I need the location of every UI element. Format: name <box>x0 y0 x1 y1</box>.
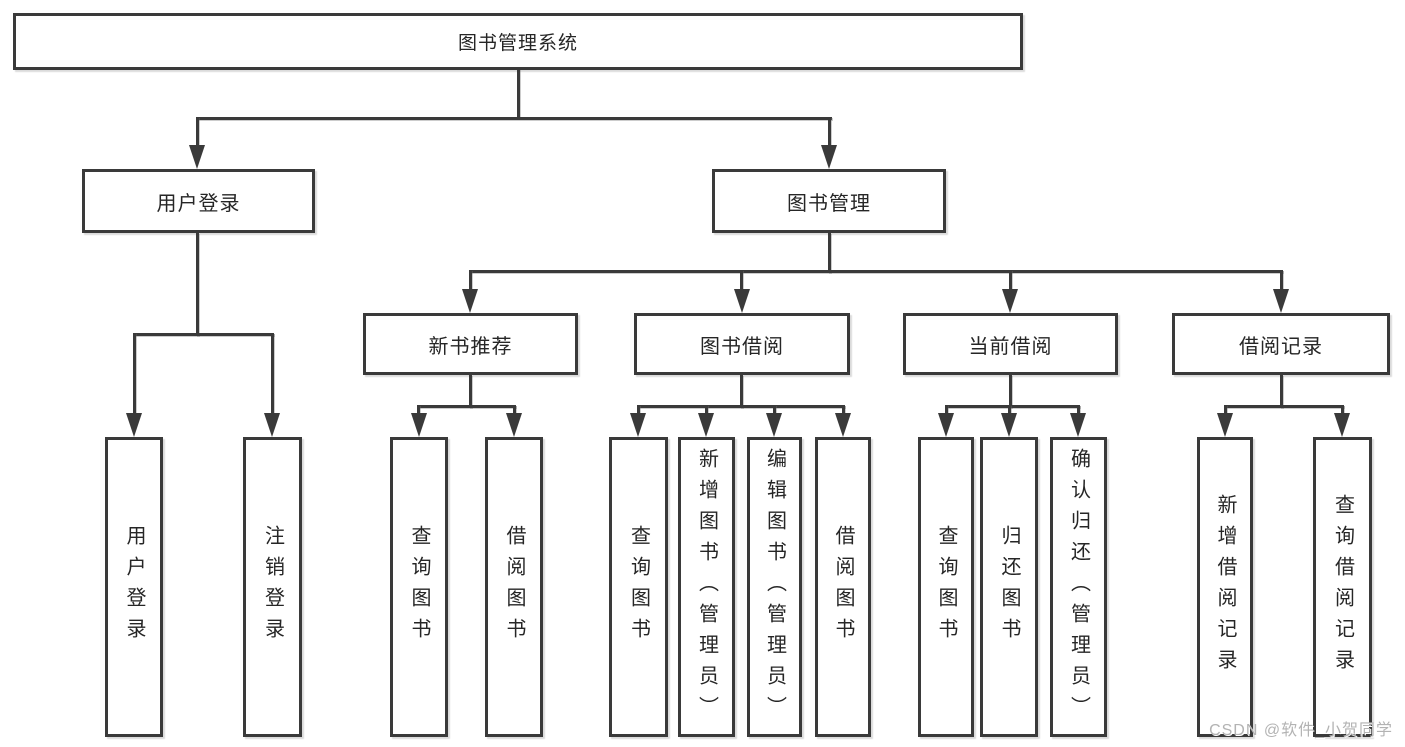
node-label: 编辑图书（管理员） <box>763 447 786 727</box>
node-leaf-add-book-admin: 新增图书（管理员） <box>678 437 735 737</box>
node-leaf-query-borrow-record: 查询借阅记录 <box>1313 437 1372 737</box>
node-label: 图书管理系统 <box>457 33 578 54</box>
connector-line <box>740 270 743 292</box>
connector-borrowing-crossbar <box>637 405 845 408</box>
arrow-down-icon <box>506 413 522 437</box>
node-label: 图书借阅 <box>700 335 784 358</box>
connector-records-crossbar <box>1224 405 1344 408</box>
node-leaf-edit-book-admin: 编辑图书（管理员） <box>747 437 802 737</box>
node-label: 查询借阅记录 <box>1331 494 1354 680</box>
arrow-down-icon <box>1001 413 1017 437</box>
node-label: 查询图书 <box>408 525 430 649</box>
arrow-down-icon <box>734 289 750 313</box>
connector-new-rec-crossbar <box>417 405 516 408</box>
arrow-down-icon <box>462 289 478 313</box>
node-leaf-return-book: 归还图书 <box>980 437 1038 737</box>
connector-records-stem <box>1280 375 1283 408</box>
connector-root-crossbar <box>196 117 832 120</box>
node-label: 注销登录 <box>261 525 284 649</box>
connector-line <box>1280 270 1283 292</box>
connector-borrowing-stem <box>740 375 743 408</box>
node-book-borrowing: 图书借阅 <box>634 313 850 375</box>
arrow-down-icon <box>411 413 427 437</box>
node-label: 借阅图书 <box>503 525 525 649</box>
node-label: 新增图书（管理员） <box>695 447 718 727</box>
connector-root-stem <box>517 69 520 119</box>
node-new-book-recommend: 新书推荐 <box>363 313 578 375</box>
node-borrowing-records: 借阅记录 <box>1172 313 1390 375</box>
node-label: 新书推荐 <box>428 335 513 358</box>
arrow-down-icon <box>1334 413 1350 437</box>
connector-new-rec-stem <box>469 375 472 408</box>
node-label: 借阅记录 <box>1239 335 1323 358</box>
connector-line <box>133 333 136 415</box>
node-book-management-branch: 图书管理 <box>712 169 946 233</box>
connector-line <box>705 405 708 415</box>
node-leaf-query-book-recommend: 查询图书 <box>390 437 448 737</box>
arrow-down-icon <box>835 413 851 437</box>
node-leaf-query-book-borrowing: 查询图书 <box>609 437 668 737</box>
node-user-login-branch: 用户登录 <box>82 169 315 233</box>
connector-book-mgmt-stem <box>828 233 831 273</box>
connector-line <box>842 405 845 415</box>
arrow-down-icon <box>189 145 205 169</box>
node-label: 借阅图书 <box>832 525 854 649</box>
arrow-down-icon <box>938 413 954 437</box>
node-label: 用户登录 <box>156 192 241 215</box>
arrow-down-icon <box>1002 289 1018 313</box>
connector-line <box>1008 405 1011 415</box>
node-library-management-system: 图书管理系统 <box>13 13 1023 70</box>
connector-line <box>417 405 420 415</box>
connector-line <box>469 270 472 292</box>
csdn-watermark: CSDN @软件_小贺同学 <box>1209 722 1393 739</box>
arrow-down-icon <box>126 413 142 437</box>
node-leaf-query-book-current: 查询图书 <box>918 437 974 737</box>
connector-line <box>271 333 274 415</box>
arrow-down-icon <box>766 413 782 437</box>
arrow-down-icon <box>1273 289 1289 313</box>
connector-line <box>196 117 199 147</box>
node-label: 新增借阅记录 <box>1214 494 1236 680</box>
connector-line <box>1224 405 1227 415</box>
connector-book-mgmt-crossbar <box>469 270 1283 273</box>
connector-line <box>513 405 516 415</box>
node-label: 查询图书 <box>935 525 957 649</box>
connector-user-login-stem <box>196 233 199 336</box>
node-leaf-add-borrow-record: 新增借阅记录 <box>1197 437 1253 737</box>
node-leaf-confirm-return-admin: 确认归还（管理员） <box>1050 437 1107 737</box>
node-leaf-logout: 注销登录 <box>243 437 302 737</box>
connector-line <box>773 405 776 415</box>
connector-user-login-crossbar <box>133 333 274 336</box>
node-label: 当前借阅 <box>968 335 1053 358</box>
connector-current-crossbar <box>945 405 1080 408</box>
node-label: 查询图书 <box>627 525 650 649</box>
node-leaf-borrow-book: 借阅图书 <box>815 437 871 737</box>
node-label: 确认归还（管理员） <box>1067 447 1090 727</box>
arrow-down-icon <box>1217 413 1233 437</box>
node-label: 图书管理 <box>787 192 871 215</box>
node-label: 归还图书 <box>998 525 1020 649</box>
arrow-down-icon <box>821 145 837 169</box>
arrow-down-icon <box>630 413 646 437</box>
arrow-down-icon <box>1070 413 1086 437</box>
node-current-borrowing: 当前借阅 <box>903 313 1118 375</box>
connector-line <box>637 405 640 415</box>
connector-line <box>828 117 831 147</box>
connector-line <box>1009 270 1012 292</box>
node-leaf-user-login: 用户登录 <box>105 437 163 737</box>
connector-line <box>945 405 948 415</box>
arrow-down-icon <box>264 413 280 437</box>
connector-line <box>1341 405 1344 415</box>
node-leaf-borrow-book-recommend: 借阅图书 <box>485 437 543 737</box>
connector-line <box>1077 405 1080 415</box>
arrow-down-icon <box>698 413 714 437</box>
connector-current-stem <box>1009 375 1012 408</box>
node-label: 用户登录 <box>123 525 145 649</box>
